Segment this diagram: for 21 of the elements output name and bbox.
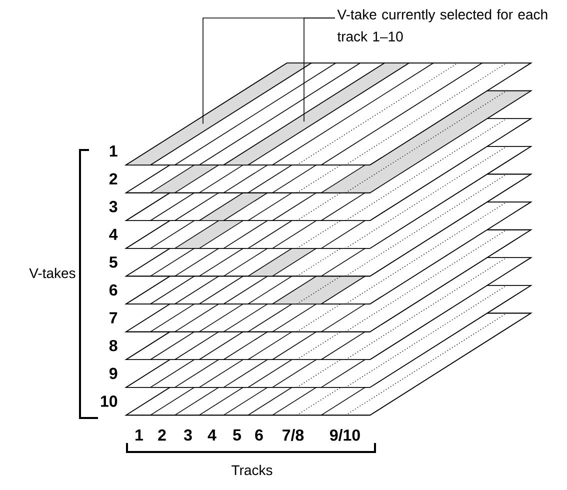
axis-label: V-takes [29, 268, 76, 278]
layer-number: 6 [109, 284, 118, 296]
track-number: 6 [255, 429, 263, 441]
callout-text: V-take currently selected for each track 1–10 [337, 9, 548, 42]
layer-number: 9 [109, 368, 118, 380]
track-number: 2 [158, 429, 166, 441]
track-number: 4 [208, 430, 216, 440]
track-number: 5 [233, 429, 241, 441]
layer-number: 8 [109, 340, 118, 352]
layer-number: 7 [110, 312, 118, 324]
layer-number: 4 [109, 228, 118, 240]
track-number: 3 [184, 429, 192, 441]
axis-label: Tracks [232, 464, 272, 476]
track-number: 1 [136, 430, 143, 440]
layer-number: 3 [109, 200, 118, 212]
layer-number: 5 [109, 256, 118, 268]
layer-number: 10 [101, 396, 118, 407]
track-number: 9/10 [330, 429, 360, 441]
track-number: 7/8 [282, 429, 304, 441]
leader-line [304, 18, 336, 122]
layer-number: 2 [109, 173, 118, 184]
